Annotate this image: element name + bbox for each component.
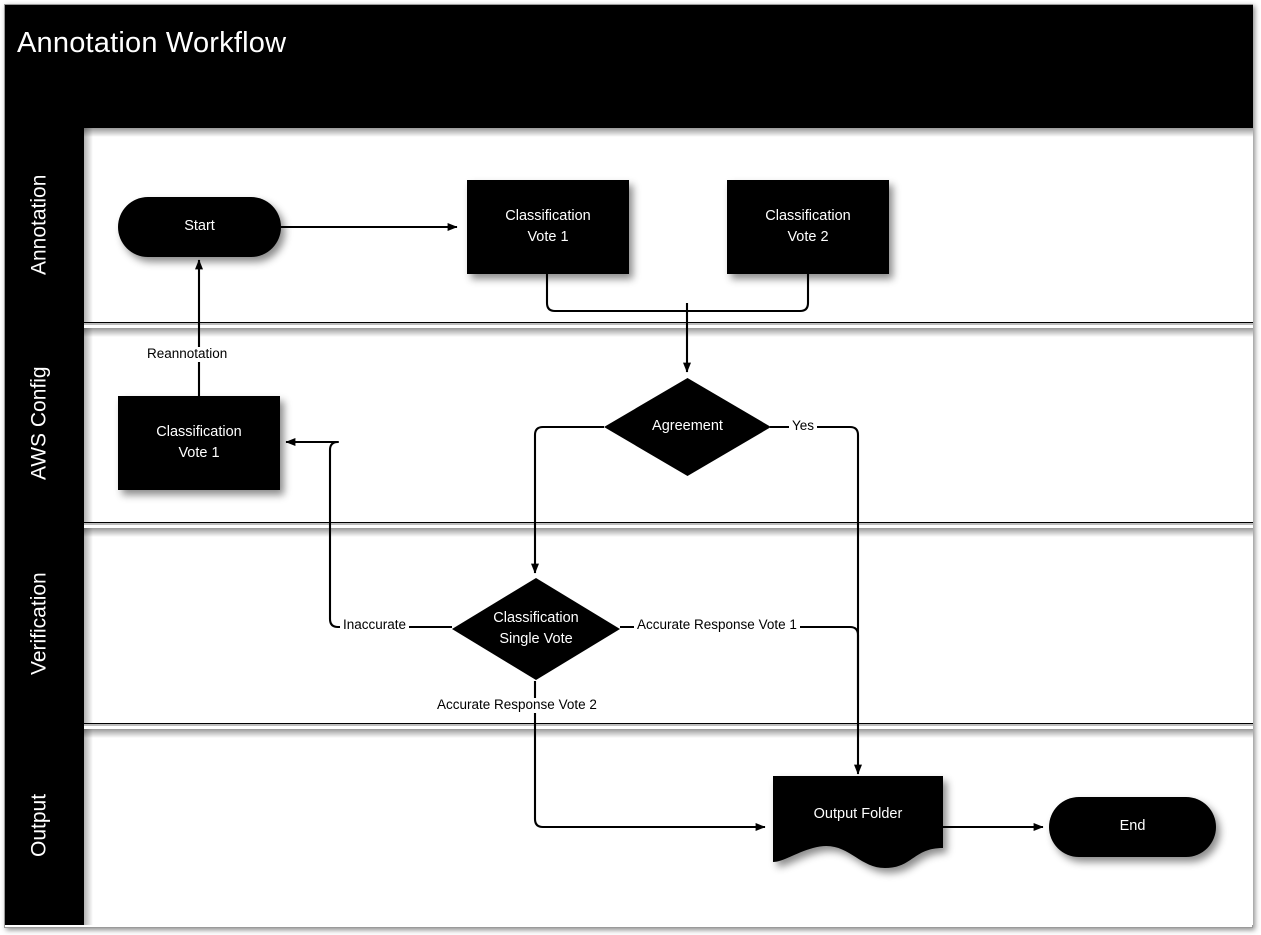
node-classification-vote-2-line2: Vote 2 bbox=[787, 229, 829, 245]
node-output-folder-label: Output Folder bbox=[813, 806, 903, 822]
edge-vote2-to-merge bbox=[687, 273, 810, 313]
node-classification-vote-2[interactable]: Classification Vote 2 bbox=[727, 180, 889, 274]
edge-single-vote-accurate1 bbox=[620, 625, 860, 700]
lane-divider-2 bbox=[84, 522, 1253, 525]
edge-label-yes: Yes bbox=[789, 418, 818, 434]
node-end[interactable]: End bbox=[1049, 797, 1216, 857]
edge-label-accurate-response-vote-1: Accurate Response Vote 1 bbox=[634, 617, 800, 633]
node-classification-vote-2-line1: Classification bbox=[765, 207, 851, 224]
edge-label-accurate-response-vote-2: Accurate Response Vote 2 bbox=[434, 697, 600, 713]
node-single-vote-line1: Classification bbox=[493, 609, 579, 626]
lane-divider-1 bbox=[84, 322, 1253, 325]
edge-label-inaccurate: Inaccurate bbox=[340, 617, 410, 633]
node-start-label: Start bbox=[184, 218, 215, 235]
node-reannotation-line2: Vote 1 bbox=[178, 445, 220, 461]
edge-vote1-to-merge bbox=[545, 273, 687, 313]
node-reannotation-line1: Classification bbox=[156, 423, 242, 440]
lane-divider-3 bbox=[84, 723, 1253, 726]
edge-single-vote-inaccurate bbox=[285, 438, 452, 629]
edge-single-vote-accurate2 bbox=[533, 681, 766, 831]
node-reannotation-classification-vote-1[interactable]: Classification Vote 1 bbox=[118, 396, 280, 490]
node-output-folder[interactable]: Output Folder bbox=[773, 776, 943, 868]
edge-agreement-to-single-vote bbox=[531, 425, 604, 574]
node-classification-vote-1-line1: Classification bbox=[505, 207, 591, 224]
lane-label-column bbox=[5, 128, 84, 925]
node-classification-vote-1-line2: Vote 1 bbox=[527, 229, 569, 245]
pool-header bbox=[5, 5, 1253, 128]
page-title: Annotation Workflow bbox=[17, 27, 287, 59]
node-agreement-label: Agreement bbox=[652, 418, 723, 435]
node-classification-vote-1[interactable]: Classification Vote 1 bbox=[467, 180, 629, 274]
node-single-vote-line2: Single Vote bbox=[499, 631, 573, 647]
document-shape-icon bbox=[773, 776, 943, 868]
edge-agreement-yes-to-output bbox=[770, 425, 862, 775]
node-end-label: End bbox=[1119, 818, 1146, 835]
edge-label-reannotation: Reannotation bbox=[144, 346, 231, 362]
node-start[interactable]: Start bbox=[118, 197, 281, 257]
